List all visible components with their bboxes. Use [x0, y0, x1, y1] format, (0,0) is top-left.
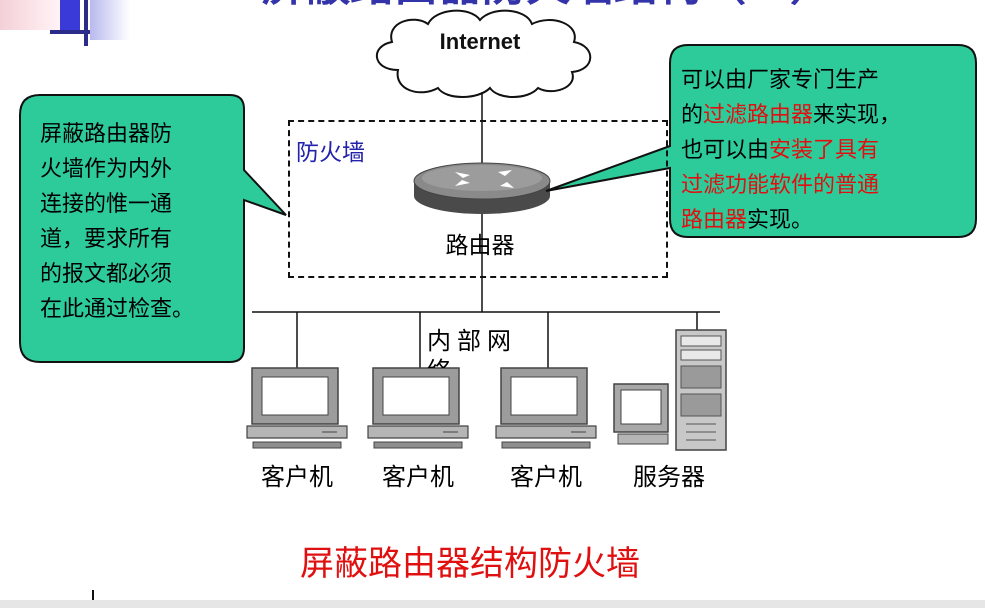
internet-cloud-icon: [375, 9, 592, 98]
callout-highlight: 过滤路由器: [703, 103, 814, 128]
callout-highlight: 过滤功能软件的普通: [681, 173, 880, 198]
router-label: 路由器: [445, 233, 515, 259]
left-callout-text: 屏蔽路由器防 火墙作为内外 连接的惟一通 道，要求所有 的报文都必须 在此通过检…: [40, 117, 226, 327]
callout-line: 屏蔽路由器防: [40, 122, 173, 147]
callout-line: 可以由厂家专门生产: [681, 63, 971, 98]
left-callout-bubble: [19, 94, 287, 363]
slide-bottom-bar: [0, 600, 985, 608]
internet-label: Internet: [439, 29, 521, 54]
device-label: 客户机: [510, 463, 582, 491]
callout-line: 火墙作为内外: [40, 157, 173, 182]
server-icon: [613, 329, 727, 451]
callout-segment: 的: [681, 103, 704, 128]
callout-line: 也可以由安装了具有: [681, 133, 971, 168]
device-label: 客户机: [261, 463, 333, 491]
right-callout-text: 可以由厂家专门生产 的过滤路由器来实现， 也可以由安装了具有 过滤功能软件的普通…: [681, 63, 971, 238]
diagram-caption: 屏蔽路由器结构防火墙: [300, 544, 640, 584]
client-computer-icon: [495, 367, 597, 449]
firewall-boundary: [288, 120, 668, 278]
callout-line: 的报文都必须: [40, 262, 173, 287]
callout-segment: 可以由厂家专门生产: [681, 68, 880, 93]
callout-segment: 也可以由: [681, 138, 770, 163]
callout-line: 过滤功能软件的普通: [681, 168, 971, 203]
callout-highlight: 路由器: [681, 208, 748, 233]
firewall-label: 防火墙: [296, 140, 365, 166]
callout-segment: 来实现，: [813, 103, 902, 128]
right-callout-bubble: [545, 44, 977, 238]
callout-line: 在此通过检查。: [40, 297, 195, 322]
callout-segment: 实现。: [747, 208, 814, 233]
device-label: 服务器: [633, 463, 705, 491]
slide-title: 屏蔽路由器防火墙结构（一）: [262, 0, 862, 12]
callout-highlight: 安装了具有: [769, 138, 880, 163]
client-computer-icon: [246, 367, 348, 449]
router-icon: [413, 162, 551, 214]
callout-line: 道，要求所有: [40, 227, 173, 252]
footer-tick: [92, 590, 94, 602]
callout-line: 连接的惟一通: [40, 192, 173, 217]
client-computer-icon: [367, 367, 469, 449]
callout-line: 的过滤路由器来实现，: [681, 98, 971, 133]
device-label: 客户机: [382, 463, 454, 491]
callout-line: 路由器实现。: [681, 203, 971, 238]
lan-label: 内部网络: [427, 327, 517, 368]
